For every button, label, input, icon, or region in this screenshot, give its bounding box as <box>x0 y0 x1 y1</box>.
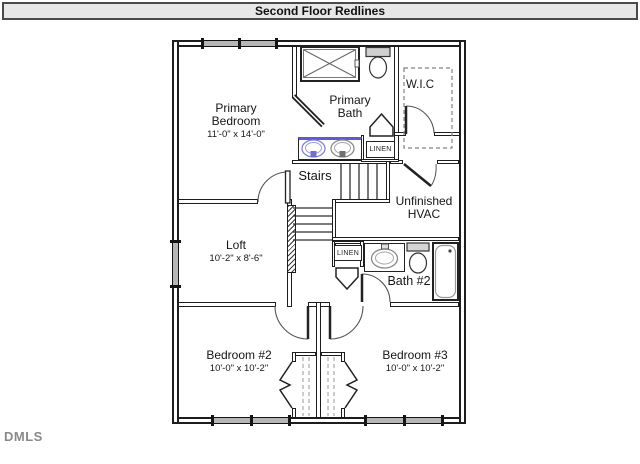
window-icon <box>366 417 443 424</box>
stair-railing <box>287 205 296 273</box>
label-primary-bedroom: Primary Bedroom 11'-0" x 14'-0" <box>178 101 294 141</box>
wall-hvac-top-b <box>437 160 459 164</box>
label-linen-hall: LINEN <box>334 245 362 261</box>
room-name: Primary Bedroom <box>211 101 261 128</box>
room-dims: 10'-0" x 10'-2" <box>209 363 269 374</box>
label-wic: W.I.C <box>394 79 446 92</box>
closet-jamb <box>341 408 345 418</box>
double-sink-vanity <box>298 137 362 160</box>
label-bath2: Bath #2 <box>380 275 438 288</box>
wall-linen-upper-bottom <box>361 159 399 162</box>
room-dims: 10'-2" x 8'-6" <box>209 253 263 264</box>
label-stairs: Stairs <box>293 169 337 182</box>
room-name: Loft <box>225 238 246 252</box>
closet-jamb <box>341 352 345 362</box>
toilet-icon <box>365 46 391 79</box>
label-bedroom3: Bedroom #3 10'-0" x 10'-2" <box>364 348 466 375</box>
door-hvac <box>403 163 437 187</box>
closet-jamb <box>292 408 296 418</box>
room-name: Primary Bath <box>329 93 371 120</box>
room-name: Bedroom #3 <box>382 348 448 362</box>
room-name: Bedroom #2 <box>206 348 272 362</box>
wall-left <box>172 40 179 424</box>
room-name: Bath #2 <box>387 274 431 288</box>
sink-vanity <box>364 243 405 272</box>
room-name: Unfinished HVAC <box>395 194 453 221</box>
window-icon <box>172 242 179 287</box>
room-name: Stairs <box>298 168 332 183</box>
wall-closet-center <box>316 302 321 418</box>
bathtub-icon <box>432 242 459 301</box>
room-name: W.I.C <box>405 79 435 91</box>
wall-primary-bedroom-bottom <box>178 199 258 204</box>
watermark: DMLS <box>4 429 43 444</box>
wall-hall-c <box>390 302 459 307</box>
closet-jamb <box>292 352 296 362</box>
window-icon <box>203 40 277 47</box>
shower-icon <box>300 46 360 82</box>
wall-stairs-mid <box>332 199 390 203</box>
window-icon <box>213 417 290 424</box>
room-dims: 10'-0" x 10'-2" <box>385 363 445 374</box>
label-loft: Loft 10'-2" x 8'-6" <box>182 238 290 265</box>
door-primary-bedroom <box>257 170 291 204</box>
toilet-icon <box>406 242 430 274</box>
wall-hvac-bottom <box>332 237 459 241</box>
wall-wic-bottom-a <box>394 132 406 136</box>
label-unfinished-hvac: Unfinished HVAC <box>386 195 462 221</box>
label-linen-upper: LINEN <box>366 141 395 158</box>
door-bedroom2 <box>274 305 310 340</box>
door-linen-hall <box>335 267 359 291</box>
door-wic <box>404 105 435 134</box>
door-bedroom3 <box>328 305 364 340</box>
label-primary-bath: Primary Bath <box>316 94 384 120</box>
title-bar: Second Floor Redlines <box>2 2 638 20</box>
wall-right <box>459 40 466 424</box>
wall-hall-a <box>178 302 276 307</box>
room-dims: 11'-0" x 14'-0" <box>207 129 265 140</box>
wall-wic-bottom-b <box>434 132 460 136</box>
label-bedroom2: Bedroom #2 10'-0" x 10'-2" <box>188 348 290 375</box>
wall-primary-bedroom-right <box>292 46 297 98</box>
page-title: Second Floor Redlines <box>254 4 386 18</box>
